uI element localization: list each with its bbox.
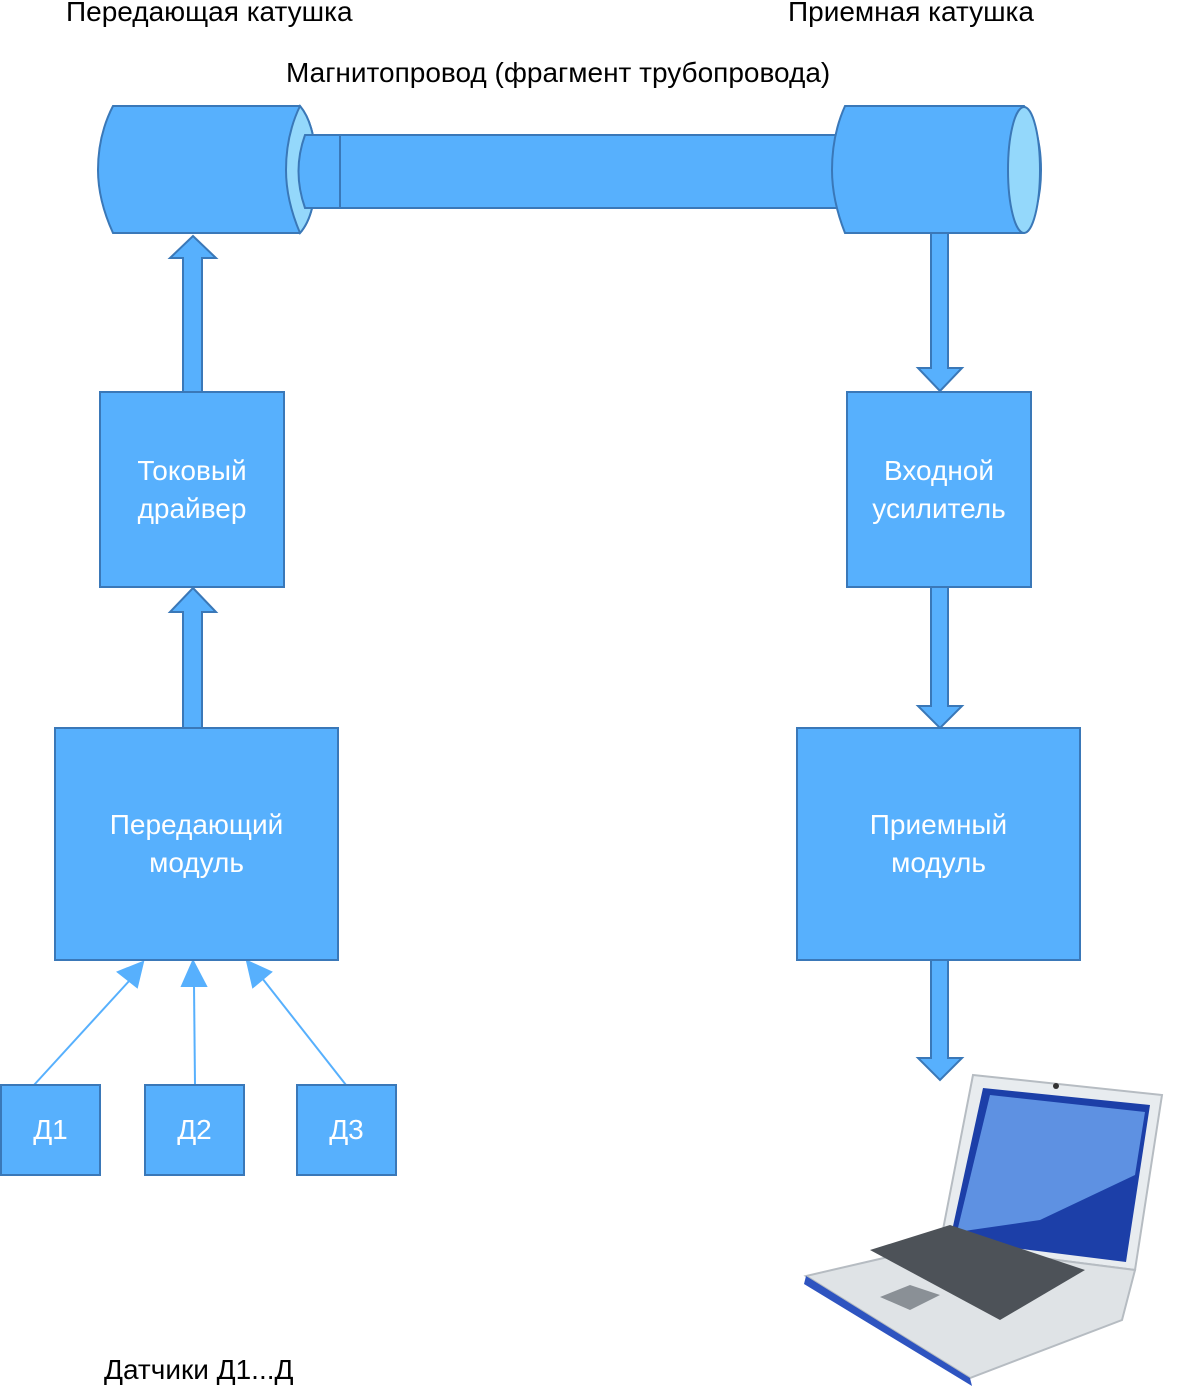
sensor-d3-block: Д3 xyxy=(296,1084,397,1176)
transmit-module-block: Передающий модуль xyxy=(54,727,339,961)
arrow-module-to-driver xyxy=(167,586,219,729)
receive-module-block: Приемный модуль xyxy=(796,727,1081,961)
receive-coil xyxy=(830,105,1043,234)
sensor-d1-block: Д1 xyxy=(0,1084,101,1176)
core-label: Магнитопровод (фрагмент трубопровода) xyxy=(286,57,831,88)
arrow-d1 xyxy=(33,979,131,1086)
magnetic-core xyxy=(297,134,846,209)
transmit-coil xyxy=(96,104,341,235)
current-driver-block: Токовый драйвер xyxy=(99,391,285,588)
sensor-d2-block: Д2 xyxy=(144,1084,245,1176)
arrow-coil-to-amp xyxy=(915,232,965,393)
transmit-coil-label: Передающая катушка xyxy=(66,0,353,27)
receive-coil-label: Приемная катушка xyxy=(788,0,1034,27)
arrow-rxmodule-to-laptop xyxy=(915,959,965,1082)
sensor-arrows xyxy=(33,958,347,1086)
arrow-d3 xyxy=(261,977,347,1086)
sensors-label: Датчики Д1...Д xyxy=(104,1354,294,1385)
arrow-driver-to-coil xyxy=(167,234,219,393)
laptop-icon xyxy=(803,1073,1164,1386)
arrow-d2 xyxy=(193,984,196,1086)
arrow-amp-to-rxmodule xyxy=(915,586,965,730)
input-amplifier-block: Входной усилитель xyxy=(846,391,1032,588)
